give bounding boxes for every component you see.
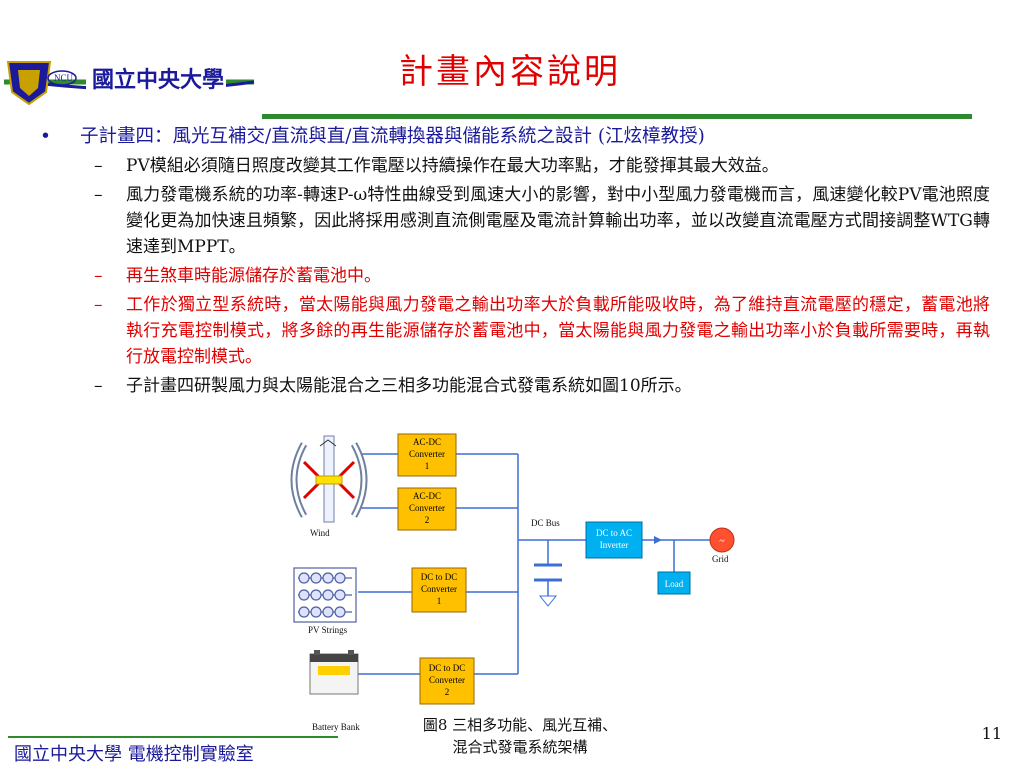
dcdc2-line-1: DC to DC — [429, 663, 466, 673]
dc-ac-inverter: DC to AC Inverter — [585, 521, 643, 559]
battery-icon — [309, 650, 359, 695]
acdc1-line-3: 1 — [425, 461, 430, 471]
acdc2-line-3: 2 — [425, 515, 430, 525]
dash-mark: – — [94, 185, 103, 205]
dcdc-converter-2: DC to DC Converter 2 — [419, 657, 475, 705]
main-bullet-text: 子計畫四：風光互補交/直流與直/直流轉換器與儲能系統之設計 (江炫樟教授) — [80, 126, 705, 147]
acdc-converter-2: AC-DC Converter 2 — [397, 487, 457, 531]
caption-line-1: 圖8 三相多功能、風光互補、 — [422, 716, 618, 734]
sub-item-2: – 風力發電機系統的功率-轉速P-ω特性曲線受到風速大小的影響，對中小型風力發電… — [40, 182, 1010, 260]
sub-item-text: 子計畫四研製風力與太陽能混合之三相多功能混合式發電系統如圖10所示。 — [126, 376, 692, 396]
dc-bus-label: DC Bus — [531, 518, 560, 528]
inverter-line-1: DC to AC — [596, 528, 632, 538]
logo-text: 國立中央大學 — [92, 67, 224, 93]
footer-divider — [8, 736, 338, 738]
main-bullet: • 子計畫四：風光互補交/直流與直/直流轉換器與儲能系統之設計 (江炫樟教授) — [40, 124, 1010, 150]
shield-inner-icon — [18, 70, 40, 96]
page-number: 11 — [981, 724, 1002, 743]
system-diagram-svg: Wind PV Strings Battery Bank AC-DC Conve… — [290, 433, 735, 732]
caption-line-2: 混合式發電系統架構 — [452, 738, 588, 756]
battery-label: Battery Bank — [312, 722, 360, 732]
load-label: Load — [665, 579, 684, 589]
ground-icon — [538, 595, 558, 607]
sub-item-text: 再生煞車時能源儲存於蓄電池中。 — [126, 266, 381, 286]
sub-item-text: 工作於獨立型系統時，當太陽能與風力發電之輸出功率大於負載所能吸收時，為了維持直流… — [126, 295, 990, 367]
university-logo: NCU 國立中央大學 — [4, 52, 264, 112]
slide-title: 計畫內容說明 — [399, 52, 621, 92]
acdc-converter-1: AC-DC Converter 1 — [397, 433, 457, 477]
acdc1-line-2: Converter — [409, 449, 445, 459]
dcdc1-line-2: Converter — [421, 584, 457, 594]
dash-mark: – — [94, 266, 103, 286]
dcdc2-line-2: Converter — [429, 675, 465, 685]
sub-item-text: PV模組必須隨日照度改變其工作電壓以持續操作在最大功率點，才能發揮其最大效益。 — [126, 156, 779, 176]
pv-label: PV Strings — [308, 625, 348, 635]
wind-turbine-icon — [290, 435, 368, 523]
sub-item-3: – 再生煞車時能源儲存於蓄電池中。 — [40, 263, 1010, 289]
dash-mark: – — [94, 156, 103, 176]
grid-label: Grid — [712, 554, 729, 564]
inverter-line-2: Inverter — [600, 540, 628, 550]
load-box: Load — [657, 571, 691, 595]
sub-item-1: – PV模組必須隨日照度改變其工作電壓以持續操作在最大功率點，才能發揮其最大效益… — [40, 153, 1010, 179]
figure-caption: 圖8 三相多功能、風光互補、 混合式發電系統架構 — [400, 714, 640, 758]
grid-source-icon: ~ — [709, 527, 735, 553]
arrow-icon — [654, 536, 662, 544]
grid-symbol: ~ — [719, 536, 725, 547]
sub-item-4: – 工作於獨立型系統時，當太陽能與風力發電之輸出功率大於負載所能吸收時，為了維持… — [40, 292, 1010, 370]
dcdc1-line-3: 1 — [437, 596, 442, 606]
acdc1-line-1: AC-DC — [413, 437, 441, 447]
dcdc-converter-1: DC to DC Converter 1 — [411, 567, 467, 613]
ncu-logo-graphic: NCU 國立中央大學 — [4, 61, 255, 106]
system-diagram: Wind PV Strings Battery Bank AC-DC Conve… — [270, 432, 770, 732]
acdc2-line-1: AC-DC — [413, 491, 441, 501]
dcdc2-line-3: 2 — [445, 687, 450, 697]
acdc2-line-2: Converter — [409, 503, 445, 513]
wind-label: Wind — [310, 528, 330, 538]
footer-label: 國立中央大學 電機控制實驗室 — [14, 744, 254, 765]
sub-item-text: 風力發電機系統的功率-轉速P-ω特性曲線受到風速大小的影響，對中小型風力發電機而… — [126, 185, 990, 257]
bullet-mark: • — [40, 126, 51, 147]
title-divider — [262, 114, 972, 119]
slide-content: • 子計畫四：風光互補交/直流與直/直流轉換器與儲能系統之設計 (江炫樟教授) … — [40, 124, 1010, 399]
logo-seal-text: NCU — [54, 73, 74, 83]
dcdc1-line-1: DC to DC — [421, 572, 458, 582]
dash-mark: – — [94, 295, 103, 315]
pv-strings-icon — [293, 567, 357, 623]
dash-mark: – — [94, 376, 103, 396]
sub-item-5: – 子計畫四研製風力與太陽能混合之三相多功能混合式發電系統如圖10所示。 — [40, 373, 1010, 399]
